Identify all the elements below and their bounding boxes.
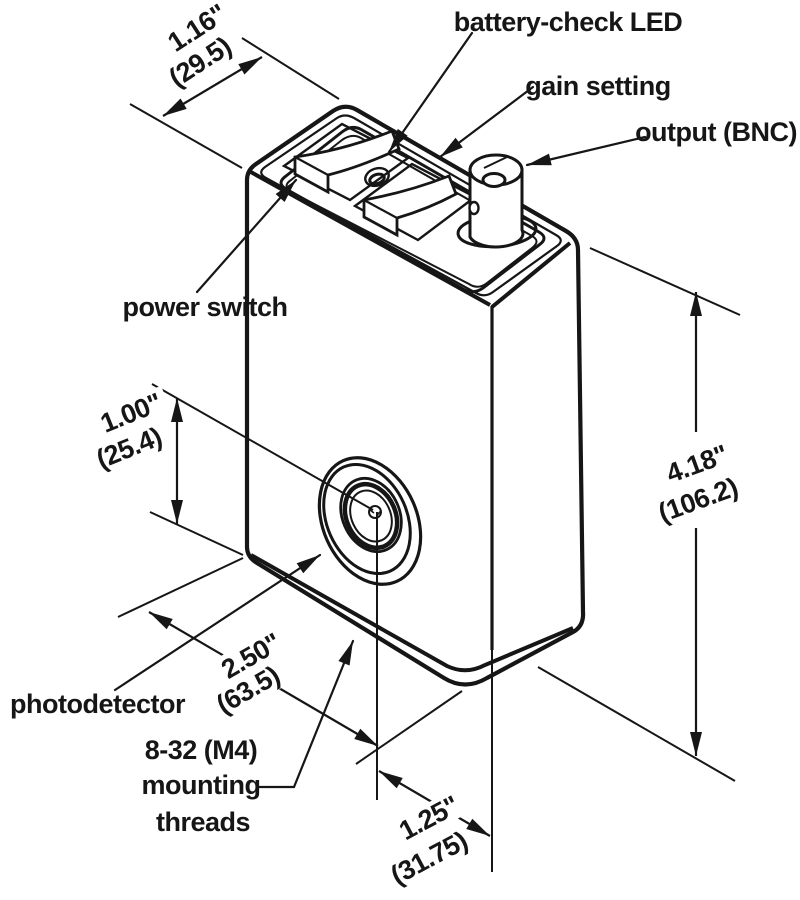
gain-switch-crease bbox=[363, 199, 398, 219]
device-outline bbox=[244, 104, 586, 687]
lens-ring-2 bbox=[322, 462, 412, 576]
label-power: power switch bbox=[122, 292, 287, 322]
gain-switch-rocker bbox=[362, 174, 458, 238]
device-body bbox=[244, 104, 586, 687]
leader-power bbox=[195, 178, 298, 294]
top-right-edge bbox=[490, 241, 572, 309]
lens-bezel bbox=[339, 477, 403, 553]
top-rim-inner bbox=[260, 114, 562, 297]
label-photodetector: photodetector bbox=[10, 689, 186, 719]
dim-width-ext2 bbox=[355, 690, 463, 765]
power-switch bbox=[281, 122, 411, 202]
led-hole-inner bbox=[368, 172, 386, 186]
photodetector-lens bbox=[317, 456, 423, 586]
dim-lens-height-ext2 bbox=[149, 511, 244, 556]
label-battery-led: battery-check LED bbox=[454, 7, 683, 37]
lens-retainer bbox=[342, 481, 400, 551]
dimension-lines bbox=[117, 37, 741, 872]
label-mounting-1: 8-32 (M4) bbox=[145, 735, 258, 765]
dim-top-depth-ext1 bbox=[129, 103, 243, 169]
lens-ring-outer bbox=[317, 456, 423, 586]
battery-led-hole bbox=[364, 166, 390, 188]
annotation-text: battery-check LED gain setting output (B… bbox=[10, 0, 798, 892]
dim-top-depth-ext2 bbox=[241, 37, 340, 100]
dim-top-depth-line bbox=[162, 56, 263, 117]
label-gain: gain setting bbox=[525, 71, 671, 101]
leader-output bbox=[525, 135, 647, 167]
power-switch-crease bbox=[294, 156, 329, 176]
lens-inner bbox=[349, 489, 393, 543]
led-hole-outer bbox=[364, 166, 390, 188]
dim-width-ext1 bbox=[117, 557, 244, 618]
dim-lens-height-ext1 bbox=[151, 383, 374, 511]
leader-battery-led bbox=[387, 31, 474, 154]
bottom-rim bbox=[250, 553, 574, 673]
label-output: output (BNC) bbox=[635, 117, 797, 147]
label-mounting-2: mounting bbox=[142, 770, 261, 800]
bnc-bore bbox=[481, 172, 507, 188]
bnc-index-hole bbox=[468, 200, 480, 216]
dim-height-ext2 bbox=[537, 666, 736, 782]
label-mounting-3: threads bbox=[156, 807, 250, 837]
bnc-connector bbox=[456, 153, 538, 249]
leader-gain bbox=[438, 85, 535, 159]
bnc-cylinder bbox=[468, 168, 525, 249]
dim-height-ext1 bbox=[589, 247, 741, 316]
bnc-slot-tick bbox=[483, 156, 508, 169]
